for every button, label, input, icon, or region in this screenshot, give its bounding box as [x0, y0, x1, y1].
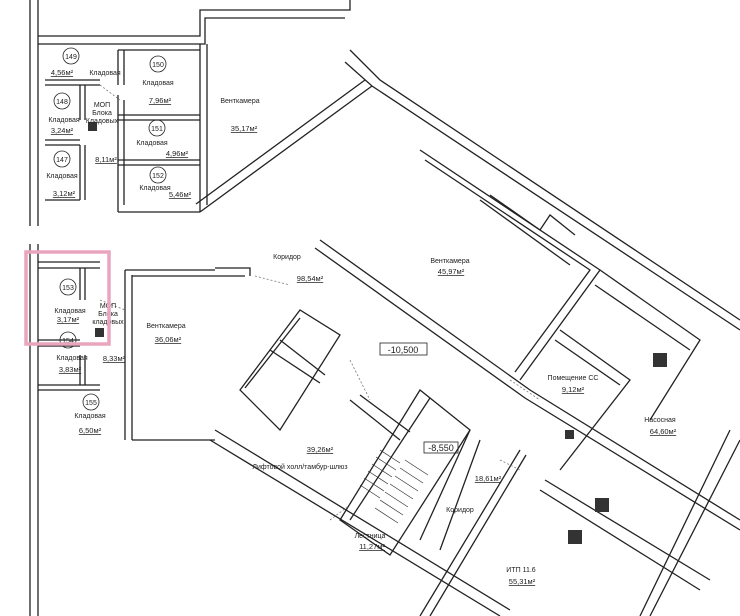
room-155-number: 155 — [85, 400, 97, 407]
room-154-name: Кладовая — [56, 355, 88, 362]
room-149-name: Кладовая — [89, 70, 121, 77]
lift-hall-name: Лифтовой холл/тамбур-шлюз — [252, 463, 347, 471]
room-152-area: 5,46м² — [169, 190, 192, 199]
level-mark-main: -10,500 — [388, 345, 419, 355]
room-151-name: Кладовая — [136, 140, 168, 147]
room-151-area: 4,96м² — [166, 149, 189, 158]
corridor-1-area: 98,54м² — [297, 274, 324, 283]
room-153-number: 153 — [62, 285, 74, 292]
room-150-name: Кладовая — [142, 80, 174, 87]
room-148-area: 3,24м² — [51, 126, 74, 135]
pump-room-area: 64,60м² — [650, 427, 677, 436]
lift-hall-area: 39,26м² — [307, 445, 334, 454]
vent-1-name: Венткамера — [220, 98, 259, 105]
vent-2-name: Венткамера — [430, 258, 469, 265]
room-147-area: 3,12м² — [53, 189, 76, 198]
room-labels: 149 Кладовая 4,56м² 150 Кладовая 7,96м² … — [46, 54, 676, 586]
door-swings — [99, 84, 541, 521]
vent-3-name: Венткамера — [146, 323, 185, 330]
room-148-name: Кладовая — [48, 117, 80, 124]
room-152-name: Кладовая — [139, 185, 171, 192]
room-153-name: Кладовая — [54, 308, 86, 315]
walls — [29, 0, 740, 616]
itp-area: 55,31м² — [509, 577, 536, 586]
room-150-number: 150 — [152, 62, 164, 69]
stair-treads — [359, 449, 429, 524]
ss-room-name: Помещение СС — [548, 375, 599, 382]
highlight-box-room-153 — [24, 250, 111, 346]
stairs-area: 11,27м² — [359, 542, 385, 551]
corridor-1-name: Коридор — [273, 254, 301, 261]
vent-1-area: 35,17м² — [231, 124, 258, 133]
room-151-number: 151 — [151, 126, 163, 133]
room-154-number: 154 — [62, 338, 74, 345]
room-149-number: 149 — [65, 54, 77, 61]
corridor-2-area: 18,61м² — [475, 474, 502, 483]
room-155-name: Кладовая — [74, 413, 106, 420]
room-149-area: 4,56м² — [51, 68, 74, 77]
room-153-area: 3,17м² — [57, 315, 80, 324]
pump-room-name: Насосная — [644, 417, 676, 424]
mop-1-name: МОП — [94, 102, 110, 109]
vent-2-area: 45,97м² — [438, 267, 465, 276]
room-147-number: 147 — [56, 157, 68, 164]
mop-1-name: Кладовых — [86, 118, 119, 125]
mop-1-area: 8,11м² — [95, 155, 117, 164]
room-155-area: 6,50м² — [79, 426, 102, 435]
corridor-2-name: Коридор — [446, 507, 474, 514]
floor-grates — [88, 122, 667, 544]
stairs-name: Лестница — [355, 533, 386, 540]
room-148-number: 148 — [56, 99, 68, 106]
itp-name: ИТП 11.6 — [506, 567, 535, 574]
mop-2-area: 8,33м² — [103, 354, 126, 363]
vent-3-area: 36,06м² — [155, 335, 182, 344]
room-152-number: 152 — [152, 173, 164, 180]
room-150-area: 7,96м² — [149, 96, 172, 105]
ss-room-area: 9,12м² — [562, 385, 585, 394]
room-147-name: Кладовая — [46, 173, 78, 180]
level-mark-stair: -8,550 — [428, 443, 454, 453]
room-number-circles — [53, 47, 167, 411]
room-154-area: 3,83м² — [59, 365, 82, 374]
mop-1-name: Блока — [92, 110, 112, 117]
